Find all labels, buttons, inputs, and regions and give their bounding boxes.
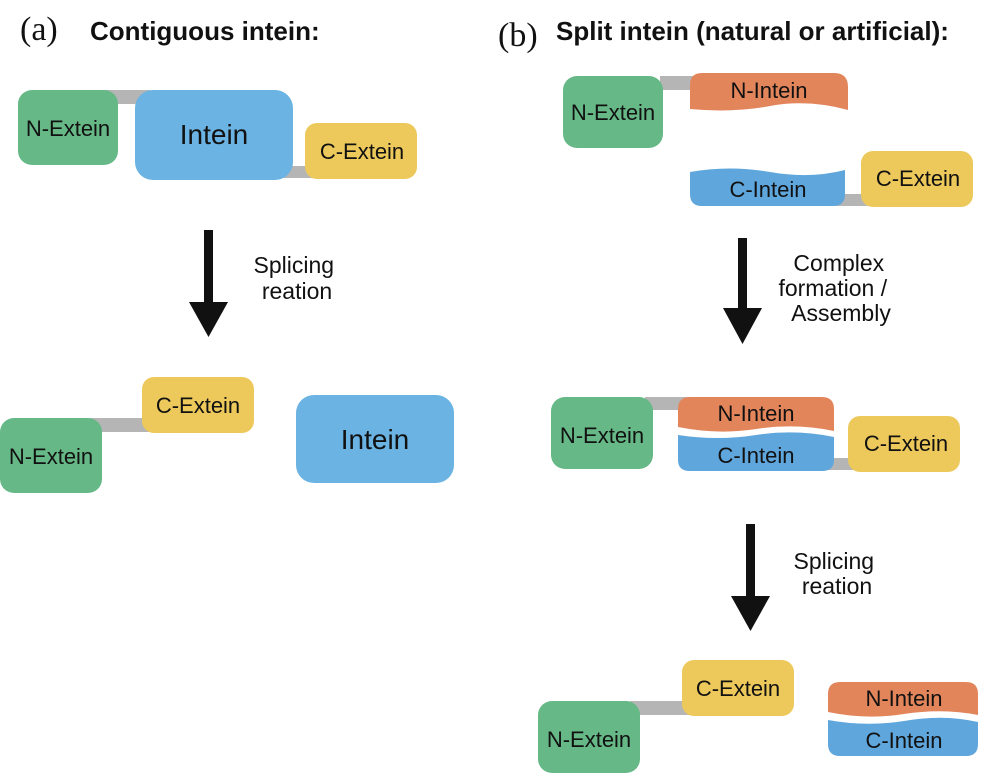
panel-a-products: C-Extein N-Extein Intein [0,377,454,493]
c-intein-piece [828,717,978,756]
step-label-line: reation [802,573,872,599]
c-extein-label: C-Extein [156,393,240,418]
panel-b: (b) Split intein (natural or artificial)… [498,16,978,773]
c-extein-label: C-Extein [876,166,960,191]
c-extein-box [848,416,960,472]
n-extein-box [18,90,118,165]
n-extein-label: N-Extein [560,423,644,448]
arrow-shaft [738,238,747,310]
panel-a-title: Contiguous intein: [90,16,320,46]
n-extein-box [538,701,640,773]
n-extein-label: N-Extein [547,727,631,752]
arrow-head [723,308,762,344]
c-extein-box [142,377,254,433]
intein-box [135,90,293,180]
panel-b-step2-arrow [731,524,770,631]
linker [90,418,152,432]
c-intein-label: C-Intein [717,443,794,468]
panel-a-precursor: N-Extein Intein C-Extein [18,90,417,180]
n-extein-label: N-Extein [571,100,655,125]
step-label-line: Assembly [791,300,891,326]
panel-b-step1-arrow [723,238,762,344]
n-extein-label: N-Extein [26,116,110,141]
c-extein-box [682,660,794,716]
step-label-line: Splicing [254,252,335,278]
c-intein-label: C-Intein [865,728,942,753]
c-extein-box [861,151,973,207]
n-intein-piece [828,682,978,717]
step-label-line: formation / [778,275,887,301]
n-extein-box [563,76,663,148]
step-label-line: Complex [793,250,884,276]
panel-a-letter: (a) [20,11,58,48]
n-extein-label: N-Extein [9,444,93,469]
panel-b-complex: N-Extein N-Intein C-Intein C-Extein [551,397,960,472]
intein-label: Intein [180,119,249,150]
panel-b-precursors: N-Extein N-Intein C-Intein C-Extein [563,73,973,207]
panel-b-letter: (b) [498,17,538,54]
c-intein-piece [678,432,834,471]
panel-b-step1-label: Complex formation / Assembly [778,250,893,326]
arrow-head [731,596,770,631]
n-intein-piece [690,73,848,111]
step-label-line: Splicing [794,548,875,574]
c-extein-label: C-Extein [320,139,404,164]
c-extein-box [305,123,417,179]
panel-a: (a) Contiguous intein: N-Extein Intein C… [0,11,454,493]
panel-a-step-label: Splicing reation [254,252,341,304]
arrow-head [189,302,228,337]
arrow-shaft [746,524,755,598]
intein-label: Intein [341,424,410,455]
n-intein-label: N-Intein [717,401,794,426]
linker [630,701,692,715]
c-extein-label: C-Extein [696,676,780,701]
n-intein-label: N-Intein [730,78,807,103]
step-label-line: reation [262,278,332,304]
n-extein-box [551,397,653,469]
n-intein-piece [678,397,834,432]
panel-b-title: Split intein (natural or artificial): [556,16,949,46]
n-extein-box [0,418,102,493]
arrow-shaft [204,230,213,304]
panel-b-products: C-Extein N-Extein N-Intein C-Intein [538,660,978,773]
c-intein-label: C-Intein [729,177,806,202]
n-intein-label: N-Intein [865,686,942,711]
c-intein-piece [690,168,845,206]
intein-box [296,395,454,483]
panel-a-step-arrow [189,230,228,337]
panel-b-step2-label: Splicing reation [794,548,881,599]
c-extein-label: C-Extein [864,431,948,456]
